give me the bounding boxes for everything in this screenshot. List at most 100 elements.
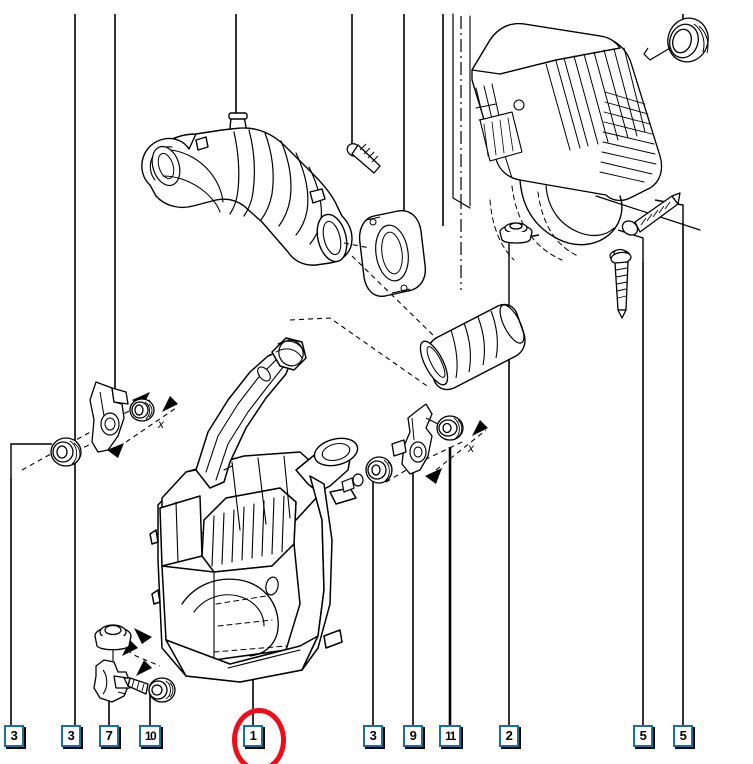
filter-pleats [211,495,285,567]
duct-left-port-inner [157,152,175,180]
guide-flange-to-duct [343,242,371,249]
flange-bore [375,224,409,282]
air-intake-duct-assembly [141,112,353,266]
airbox-front-hole [265,576,279,596]
rubber-mount-ribs [453,417,463,440]
callout-10[interactable]: 10 [139,725,161,747]
bracket-left-hole-inner [104,417,116,431]
bracket-right-fold [411,417,415,441]
arrow-right-lower [472,420,488,436]
mounting-screw-lower [610,251,632,319]
manifold-hidden-lines [489,185,579,261]
airbox-left-wall [159,495,203,567]
manifold-frame-left [452,13,471,209]
grommet-bottom-left [94,624,132,676]
bracket-right-hole [409,441,427,463]
callout-3-left[interactable]: 3 [4,725,24,747]
grommet-bottom-bore [104,624,122,636]
manifold-panel-hatch [483,117,514,157]
manifold-side-hatch [599,91,657,183]
callout-5-upper[interactable]: 5 [633,725,653,747]
callout-11[interactable]: 11 [439,725,461,747]
throttle-body-flange [358,210,427,297]
airbox-clip-left-2 [151,589,161,605]
mounting-screw-upper [621,192,681,236]
callout-9[interactable]: 9 [403,725,423,747]
rubber-mount-right [436,415,464,441]
leader-lines-bottom [10,222,684,725]
filter-frame-right [293,501,297,545]
manifold-lower-elbow [519,179,623,246]
flange-bore-inner [381,231,403,275]
callout-1[interactable]: 1 [243,725,263,747]
clip-arm [117,691,127,695]
flanged-bolt [123,677,176,703]
bellows-left-bore [426,346,446,378]
air-filter-box [149,337,359,683]
duct-right-mouth [316,213,348,263]
elbow-grommet-left [10,443,52,478]
grommet-left-ribs [69,440,81,465]
retaining-clip [93,659,131,703]
screw-upper-threads [640,201,671,226]
grommet-bottom-skirt [94,635,132,651]
x-marker-right: x [467,441,475,455]
arrow-bottom-left [122,640,138,656]
bracket-left-tab [111,387,129,405]
cap-leader-stub [643,47,671,61]
bolt-flange-ribs [165,680,174,700]
airbox-left-wall-fold [175,501,179,563]
air-intake-bellows [419,303,526,391]
arrow-left-lower [107,443,124,458]
flange-bolt-hole-top [369,218,377,226]
bellows-ribs [450,310,498,379]
arrow-x-left-b [162,396,178,412]
screw-lower-threads [615,267,628,299]
manifold-boss-hole [513,99,525,111]
bracket-right-tab [391,439,407,457]
screw-upper-shank [634,195,679,233]
callout-2[interactable]: 2 [499,725,519,747]
duct-clamp-tab [195,136,209,151]
x-markers: x x [157,417,475,455]
callout-3-right[interactable]: 3 [363,725,383,747]
bellows-right-mouth [499,304,525,344]
airbox-front-swirl2 [193,594,265,627]
guide-duct-to-flange [351,255,437,339]
guide-bellows-to-duct [289,317,431,389]
airbox-snorkel-ribs [275,340,305,359]
arrow-clip-to-box [134,628,152,644]
callout-3-bracket[interactable]: 3 [61,725,81,747]
arrow-right-upper [425,468,442,484]
callout-7[interactable]: 7 [99,725,119,747]
manifold-cover-edge [499,47,621,75]
manifold-mount-pad [499,222,533,244]
grommet-right-ribs [383,459,393,482]
elbow-manifold-mount [508,234,540,318]
leader-lines-top [74,14,684,404]
grommet-bl-ribs [144,401,153,420]
bracket-left-fold [99,391,105,417]
airbox-top-ribs [231,455,291,531]
callout-5-lower[interactable]: 5 [673,725,693,747]
grommet-right-bore [371,464,381,476]
guide-x-right [435,429,487,471]
duct-screw [346,143,381,174]
bracket-right-body [401,403,433,475]
duct-ridge-a [170,149,224,203]
duct-top-nipple-cap [228,112,248,120]
grommet-left [50,437,82,467]
cap-inner [672,28,692,54]
manifold-runner-ribs [545,47,646,151]
x-marker-left: x [157,417,165,431]
guide-x-left [125,407,177,443]
duct-ridge-b [162,175,221,213]
duct-screw-threads [359,143,379,163]
airbox-side-boss [341,473,364,493]
grommet-bl-bore [134,404,144,416]
airbox-intake-arm-inner2 [215,365,285,481]
grommet-bracket-left [129,398,155,422]
airbox-intake-arm-hole [257,366,271,382]
bracket-left-hole [100,412,120,436]
